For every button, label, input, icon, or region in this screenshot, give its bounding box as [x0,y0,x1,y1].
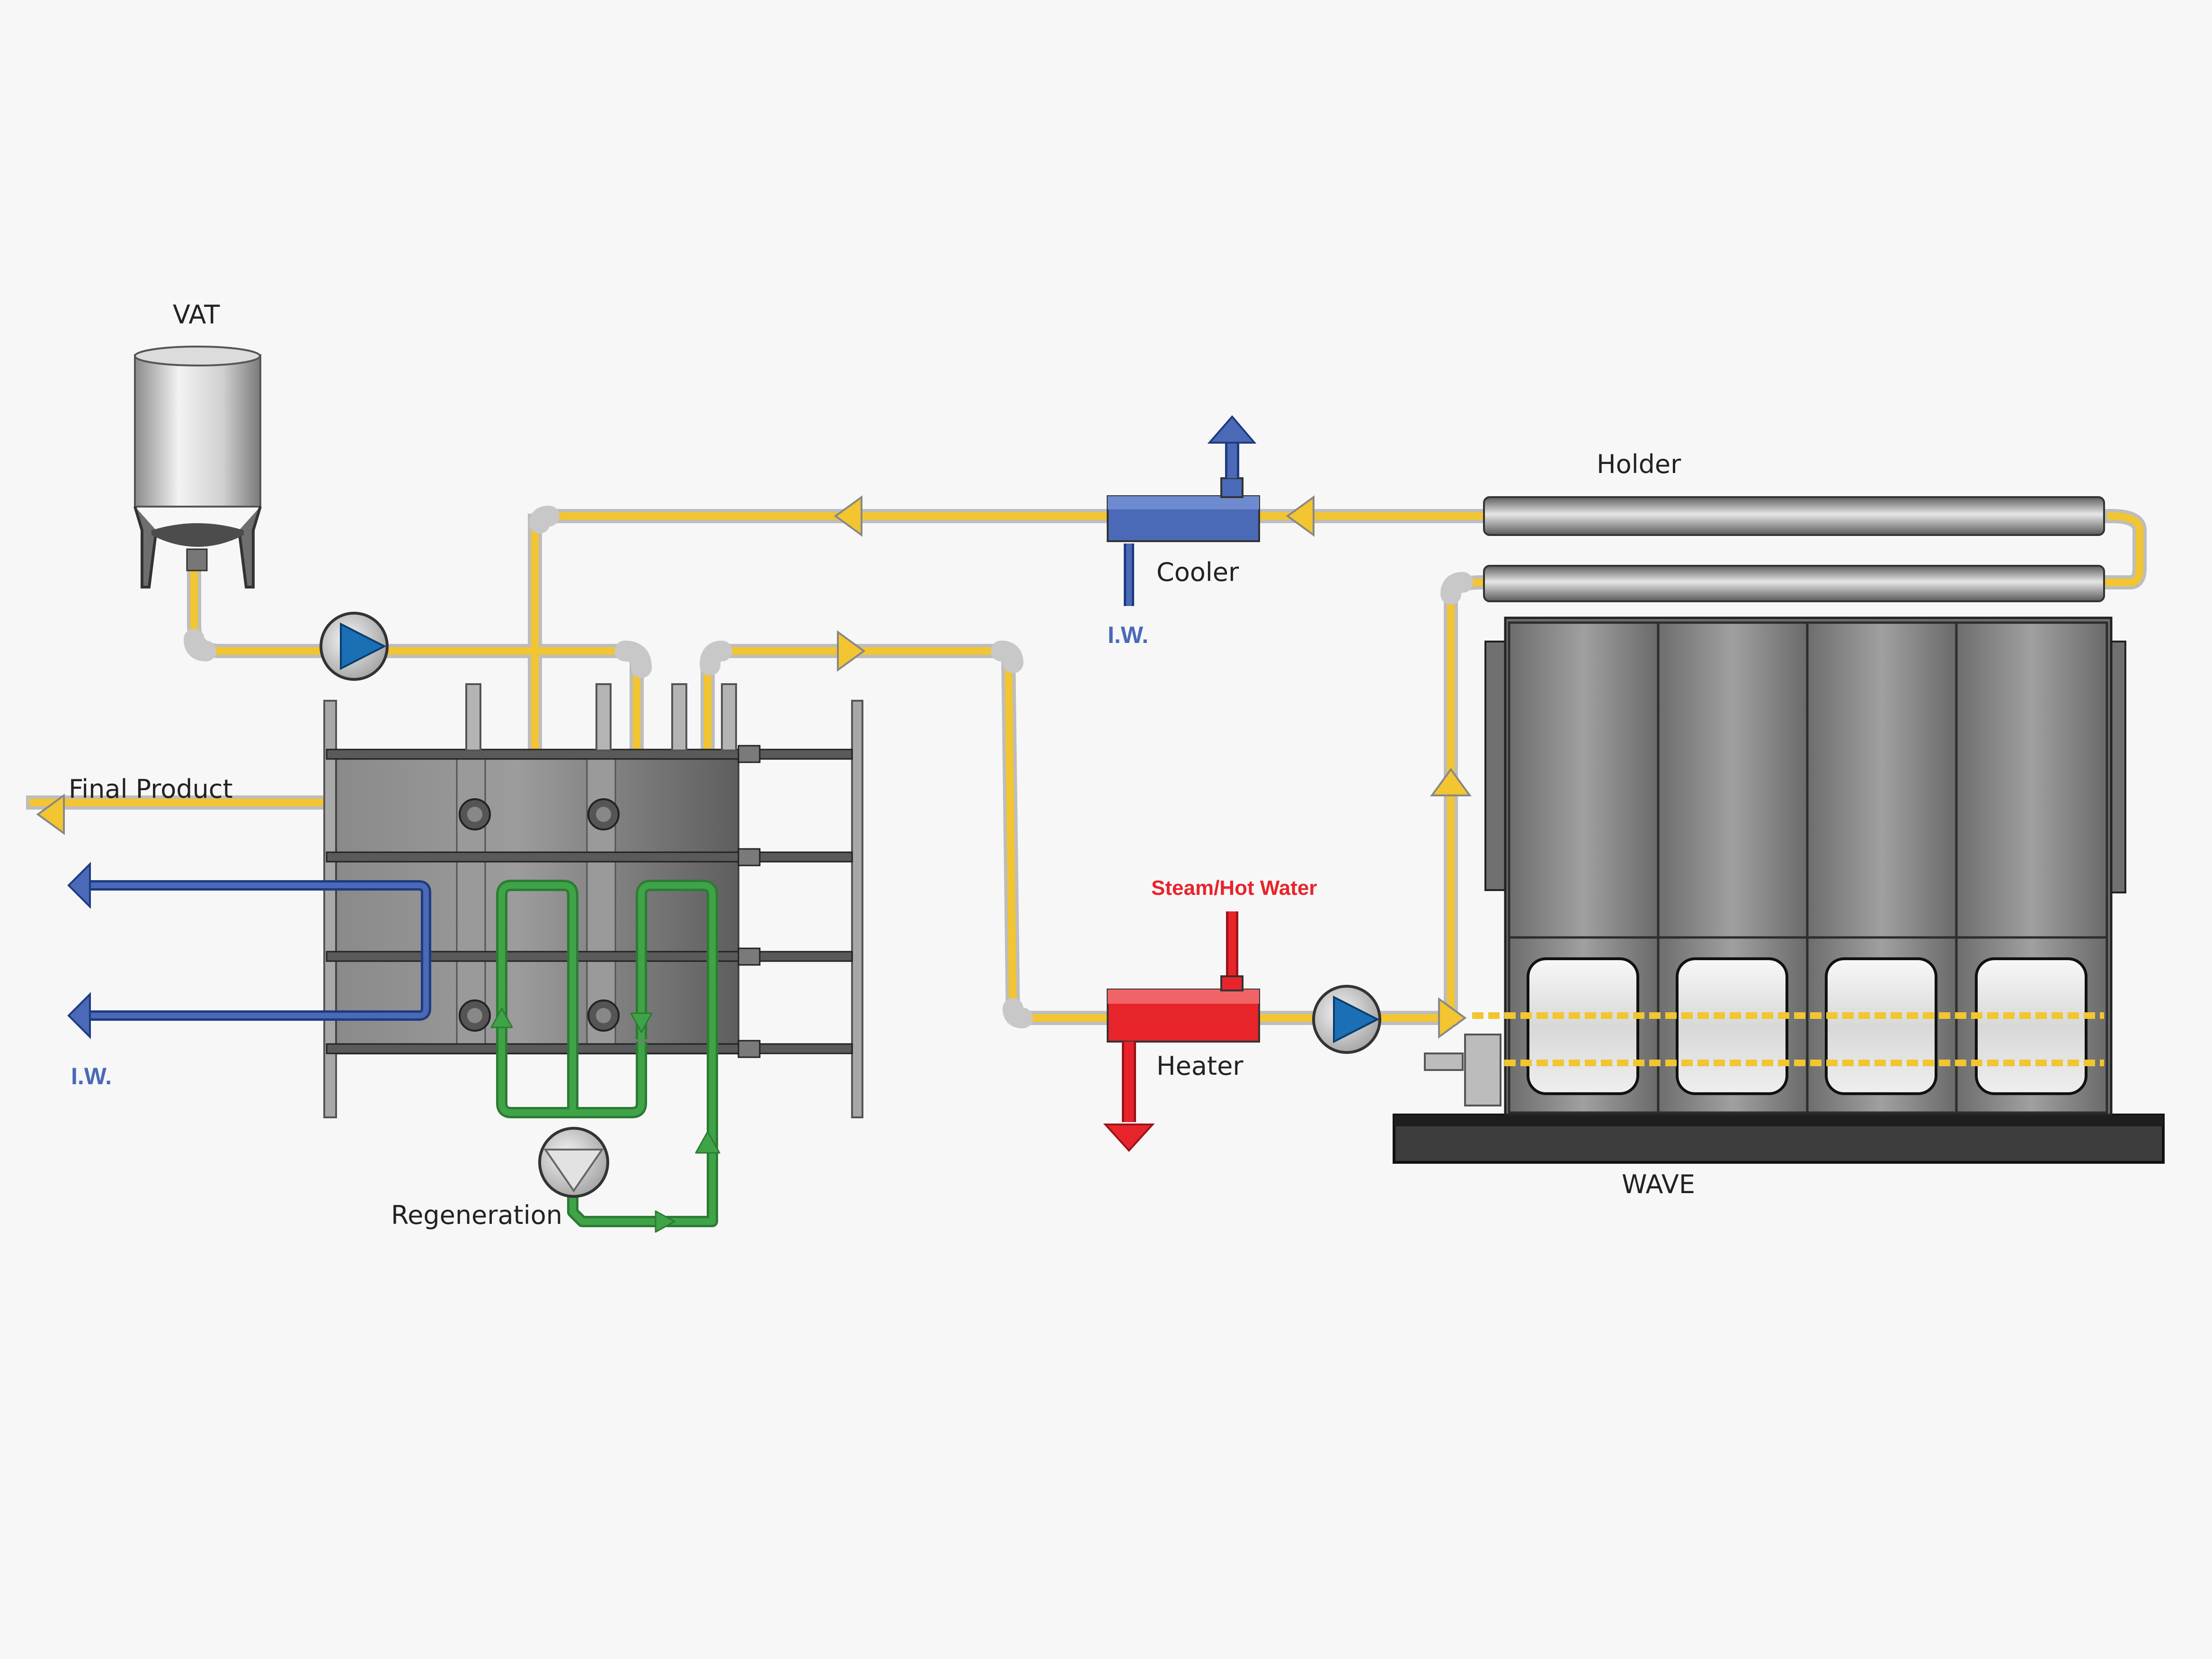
holder-tubes [1483,496,2105,602]
arrow-left-icon [67,862,91,909]
final-product-label: Final Product [69,774,233,804]
vat-label: VAT [173,300,220,330]
product-flow-arrows [36,495,1472,1039]
wave-label: WAVE [1622,1169,1695,1199]
heater-heat-exchanger [1103,911,1260,1152]
arrow-right-icon [837,630,866,672]
arrow-up-icon [695,1131,720,1154]
regeneration-pump-icon [538,1127,609,1198]
arrow-left-icon [67,992,91,1039]
arrow-left-icon [1286,495,1315,537]
cooler-label: Cooler [1156,557,1239,587]
cooling-water-line [67,862,431,1039]
steam-label: Steam/Hot Water [1151,876,1317,900]
cooler-iw-label: I.W. [1108,622,1148,648]
wave-window [1676,957,1788,1095]
arrow-up-icon [1430,767,1472,796]
regenerator-heat-exchanger [323,683,863,1118]
wave-window [1527,957,1639,1095]
wave-window [1825,957,1937,1095]
arrow-up-icon [1207,415,1257,444]
heater-pump-icon [1312,985,1381,1054]
wave-window [1975,957,2088,1095]
regeneration-loop [490,880,720,1233]
arrow-left-icon [834,495,862,537]
holder-label: Holder [1597,449,1681,479]
arrow-up-icon [490,1008,513,1028]
vat-tank [133,346,262,589]
arrow-down-icon [1103,1124,1155,1152]
arrow-down-icon [630,1012,653,1033]
heater-label: Heater [1156,1051,1244,1081]
arrow-left-icon [36,794,65,835]
cooler-heat-exchanger [1107,415,1260,606]
arrow-right-icon [1438,997,1467,1039]
arrow-right-icon [655,1210,675,1233]
wave-microwave-unit [1393,616,2165,1164]
regeneration-label: Regeneration [391,1200,562,1230]
feed-pump-icon [320,612,389,681]
regen-iw-label: I.W. [71,1063,112,1089]
